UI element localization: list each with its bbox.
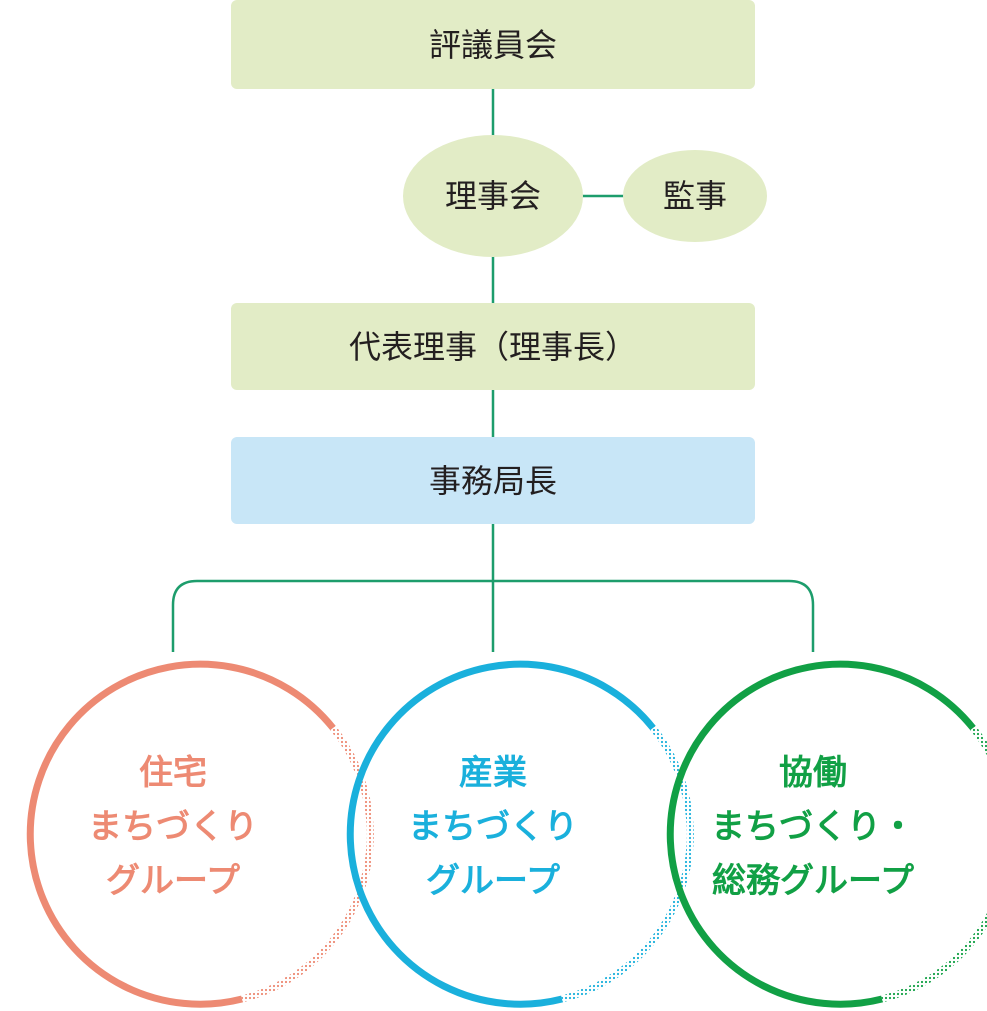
housing-line3: グループ bbox=[106, 861, 240, 901]
secretariat-label: 事務局長 bbox=[429, 462, 557, 500]
housing-line2: まちづくり bbox=[88, 807, 258, 847]
representative-label: 代表理事（理事長） bbox=[349, 328, 637, 366]
cooperation-ring-dotted bbox=[881, 725, 987, 1003]
council-label: 評議員会 bbox=[429, 26, 557, 64]
group-cooperation: 協働 まちづくり・ 総務グループ bbox=[666, 660, 987, 1008]
secretariat-box bbox=[231, 437, 755, 524]
auditor-ellipse bbox=[623, 150, 767, 242]
cooperation-line2: まちづくり・ bbox=[711, 807, 915, 847]
group-housing: 住宅 まちづくり グループ bbox=[26, 660, 374, 1008]
industry-line2: まちづくり bbox=[408, 807, 578, 847]
connectors bbox=[171, 89, 815, 652]
industry-ring-solid bbox=[346, 660, 656, 1008]
council-box bbox=[231, 0, 755, 89]
cooperation-ring-solid bbox=[666, 660, 976, 1008]
board-label: 理事会 bbox=[445, 177, 541, 215]
cooperation-line3: 総務グループ bbox=[712, 861, 914, 901]
cooperation-line1: 協働 bbox=[779, 753, 847, 793]
industry-line3: グループ bbox=[426, 861, 560, 901]
connector-branch bbox=[171, 579, 815, 652]
housing-ring-solid bbox=[26, 660, 336, 1008]
housing-line1: 住宅 bbox=[139, 753, 207, 793]
representative-box bbox=[231, 303, 755, 390]
auditor-label: 監事 bbox=[663, 177, 727, 215]
industry-line1: 産業 bbox=[459, 753, 527, 793]
group-industry: 産業 まちづくり グループ bbox=[346, 660, 694, 1008]
board-ellipse bbox=[403, 135, 583, 257]
